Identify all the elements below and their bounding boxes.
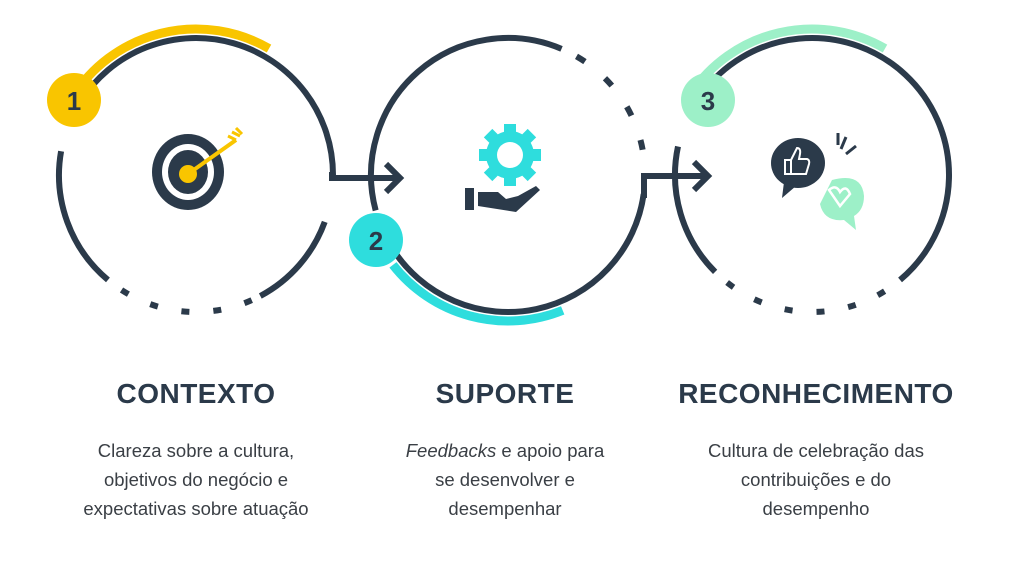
gear-tooth bbox=[504, 124, 516, 136]
circle-2-arc bbox=[368, 35, 563, 212]
gear-tooth bbox=[483, 164, 501, 182]
emphasis-text: Feedbacks bbox=[405, 440, 497, 461]
circle-1-arc bbox=[56, 150, 110, 283]
gear-hand-icon bbox=[465, 124, 541, 212]
description-text: e apoio para bbox=[496, 440, 605, 461]
description-line: objetivos do negócio e bbox=[103, 469, 289, 490]
step-badge-2: 2 bbox=[349, 213, 403, 267]
gear-tooth bbox=[483, 128, 501, 146]
gear-tooth bbox=[519, 164, 537, 182]
gear-tooth bbox=[519, 128, 537, 146]
description-line: contribuições e do bbox=[740, 469, 892, 490]
step-title: SUPORTE bbox=[435, 378, 575, 409]
thumbs-up-heart-chat-icon bbox=[771, 133, 864, 230]
highlight-arc-1 bbox=[68, 24, 272, 101]
circle-3-arc bbox=[698, 35, 952, 283]
circle-1-arc bbox=[77, 35, 336, 176]
description-line: desempenho bbox=[762, 498, 870, 519]
svg-text:3: 3 bbox=[701, 86, 715, 116]
step-badge-3: 3 bbox=[681, 73, 735, 127]
description-line: se desenvolver e bbox=[435, 469, 575, 490]
description-line: Clareza sobre a cultura, bbox=[97, 440, 295, 461]
step-description: Cultura de celebração das contribuições … bbox=[656, 436, 976, 523]
circle-3-arc bbox=[672, 145, 718, 274]
description-line: Feedbacks e apoio para bbox=[345, 436, 665, 465]
circle-2-arc bbox=[389, 193, 647, 315]
arrow-1-to-2 bbox=[329, 161, 405, 195]
circle-1-dashes bbox=[113, 283, 253, 315]
step-title: RECONHECIMENTO bbox=[678, 378, 954, 409]
gear-tooth bbox=[504, 174, 516, 186]
circle-3-dashes bbox=[722, 277, 887, 315]
step-badge-1: 1 bbox=[47, 73, 101, 127]
description-line: Cultura de celebração das bbox=[708, 440, 924, 461]
step-description: Feedbacks e apoio para se desenvolver e … bbox=[345, 436, 665, 523]
svg-text:2: 2 bbox=[369, 226, 383, 256]
gear-tooth bbox=[529, 149, 541, 161]
svg-text:1: 1 bbox=[67, 86, 81, 116]
description-line: desempenhar bbox=[448, 498, 562, 519]
circle-2-dashes bbox=[574, 53, 648, 166]
highlight-arc-2 bbox=[389, 262, 565, 326]
highlight-arc-3 bbox=[687, 24, 888, 96]
step-title: CONTEXTO bbox=[116, 378, 276, 409]
arrow-2-to-3 bbox=[641, 159, 713, 198]
step-description: Clareza sobre a cultura, objetivos do ne… bbox=[36, 436, 356, 523]
circle-1-arc bbox=[258, 220, 328, 299]
gear-tooth bbox=[479, 149, 491, 161]
target-icon bbox=[152, 126, 244, 210]
description-line: expectativas sobre atuação bbox=[83, 498, 309, 519]
